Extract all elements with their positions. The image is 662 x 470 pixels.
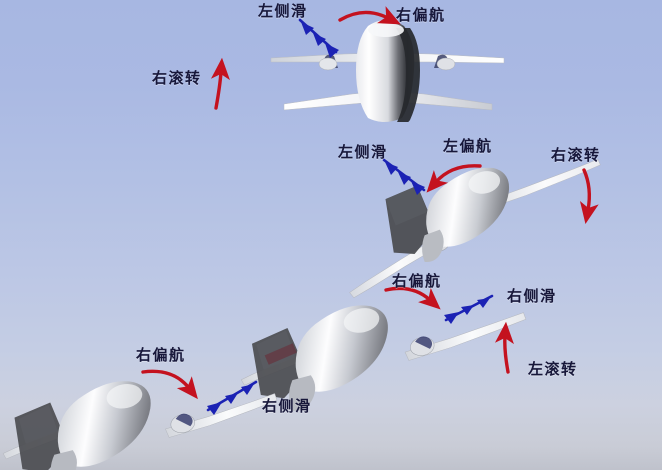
label-a3-left-roll: 左滚转 <box>528 360 578 378</box>
label-a1-left-sideslip: 左侧滑 <box>258 2 308 20</box>
aircraft-2 <box>349 158 601 299</box>
arrow-a1-right-roll <box>210 57 230 110</box>
label-a1-right-roll: 右滚转 <box>152 69 202 87</box>
label-a4-right-yaw: 右偏航 <box>136 346 186 364</box>
label-a1-right-yaw: 右偏航 <box>396 6 446 24</box>
label-a2-left-yaw: 左偏航 <box>443 137 493 155</box>
label-a2-right-roll: 右滚转 <box>551 146 601 164</box>
label-a3-right-yaw: 右偏航 <box>392 272 442 290</box>
label-a4-right-sideslip: 右侧滑 <box>262 397 312 415</box>
aircraft-3 <box>240 305 527 411</box>
label-a3-right-sideslip: 右侧滑 <box>507 287 557 305</box>
aircraft-1 <box>270 20 505 122</box>
aircraft-4 <box>2 381 278 470</box>
label-a2-left-sideslip: 左侧滑 <box>338 143 388 161</box>
